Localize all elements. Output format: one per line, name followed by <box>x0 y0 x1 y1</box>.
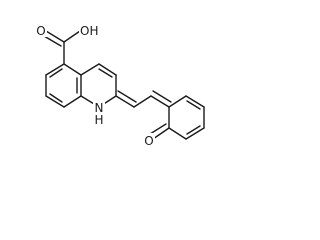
bond-c2-ca-double-a <box>115 95 135 108</box>
vinyl-linker <box>115 90 172 108</box>
bond-c-o-double-a <box>45 30 65 43</box>
chemical-structure-diagram: O OH N H O <box>35 23 205 148</box>
carboxyl-group <box>43 30 81 65</box>
bond-c7-c8-inner <box>49 93 63 103</box>
bond-c4-c3 <box>98 63 117 76</box>
quinoline-benzo-ring <box>45 63 82 108</box>
bond-r4-r5 <box>185 127 205 140</box>
svg-text:O: O <box>144 134 153 148</box>
bond-c8-c7 <box>45 95 65 108</box>
bond-r4-r5-inner <box>186 125 201 135</box>
svg-text:H: H <box>94 113 103 127</box>
bond-ca-cb <box>133 95 152 108</box>
bond-c-o-double-b <box>43 35 62 47</box>
bond-r5-r6 <box>168 127 187 140</box>
bond-c-o-keto-b <box>149 123 167 135</box>
bond-c5-c4a <box>63 63 82 76</box>
atom-label-carboxyl-o: O <box>35 23 47 38</box>
bond-c4-c3-inner <box>98 68 113 78</box>
svg-text:N: N <box>95 101 104 115</box>
bond-r2-r3-inner <box>186 100 201 110</box>
bond-c4a-c4 <box>80 63 100 76</box>
bond-c-o-keto-a <box>152 127 170 140</box>
cyclohexadienone-ring <box>149 95 205 140</box>
bond-c5-c6-inner <box>49 68 63 78</box>
atom-label-ring-nh: N H <box>93 101 105 127</box>
bond-r1-r2 <box>168 95 187 108</box>
bond-c6-c5 <box>45 63 65 76</box>
svg-text:OH: OH <box>80 24 98 38</box>
bond-c-oh <box>63 30 81 43</box>
atom-label-carboxyl-oh: OH <box>79 23 101 38</box>
svg-text:O: O <box>36 24 45 38</box>
bond-r2-r3 <box>185 95 205 108</box>
bond-c8a-c8 <box>63 95 82 108</box>
atom-label-keto-o: O <box>143 133 155 148</box>
bond-c2-ca-double-b <box>117 90 137 103</box>
bond-cb-c1-double-b <box>152 90 172 103</box>
bond-cb-c1-double-a <box>150 95 170 108</box>
